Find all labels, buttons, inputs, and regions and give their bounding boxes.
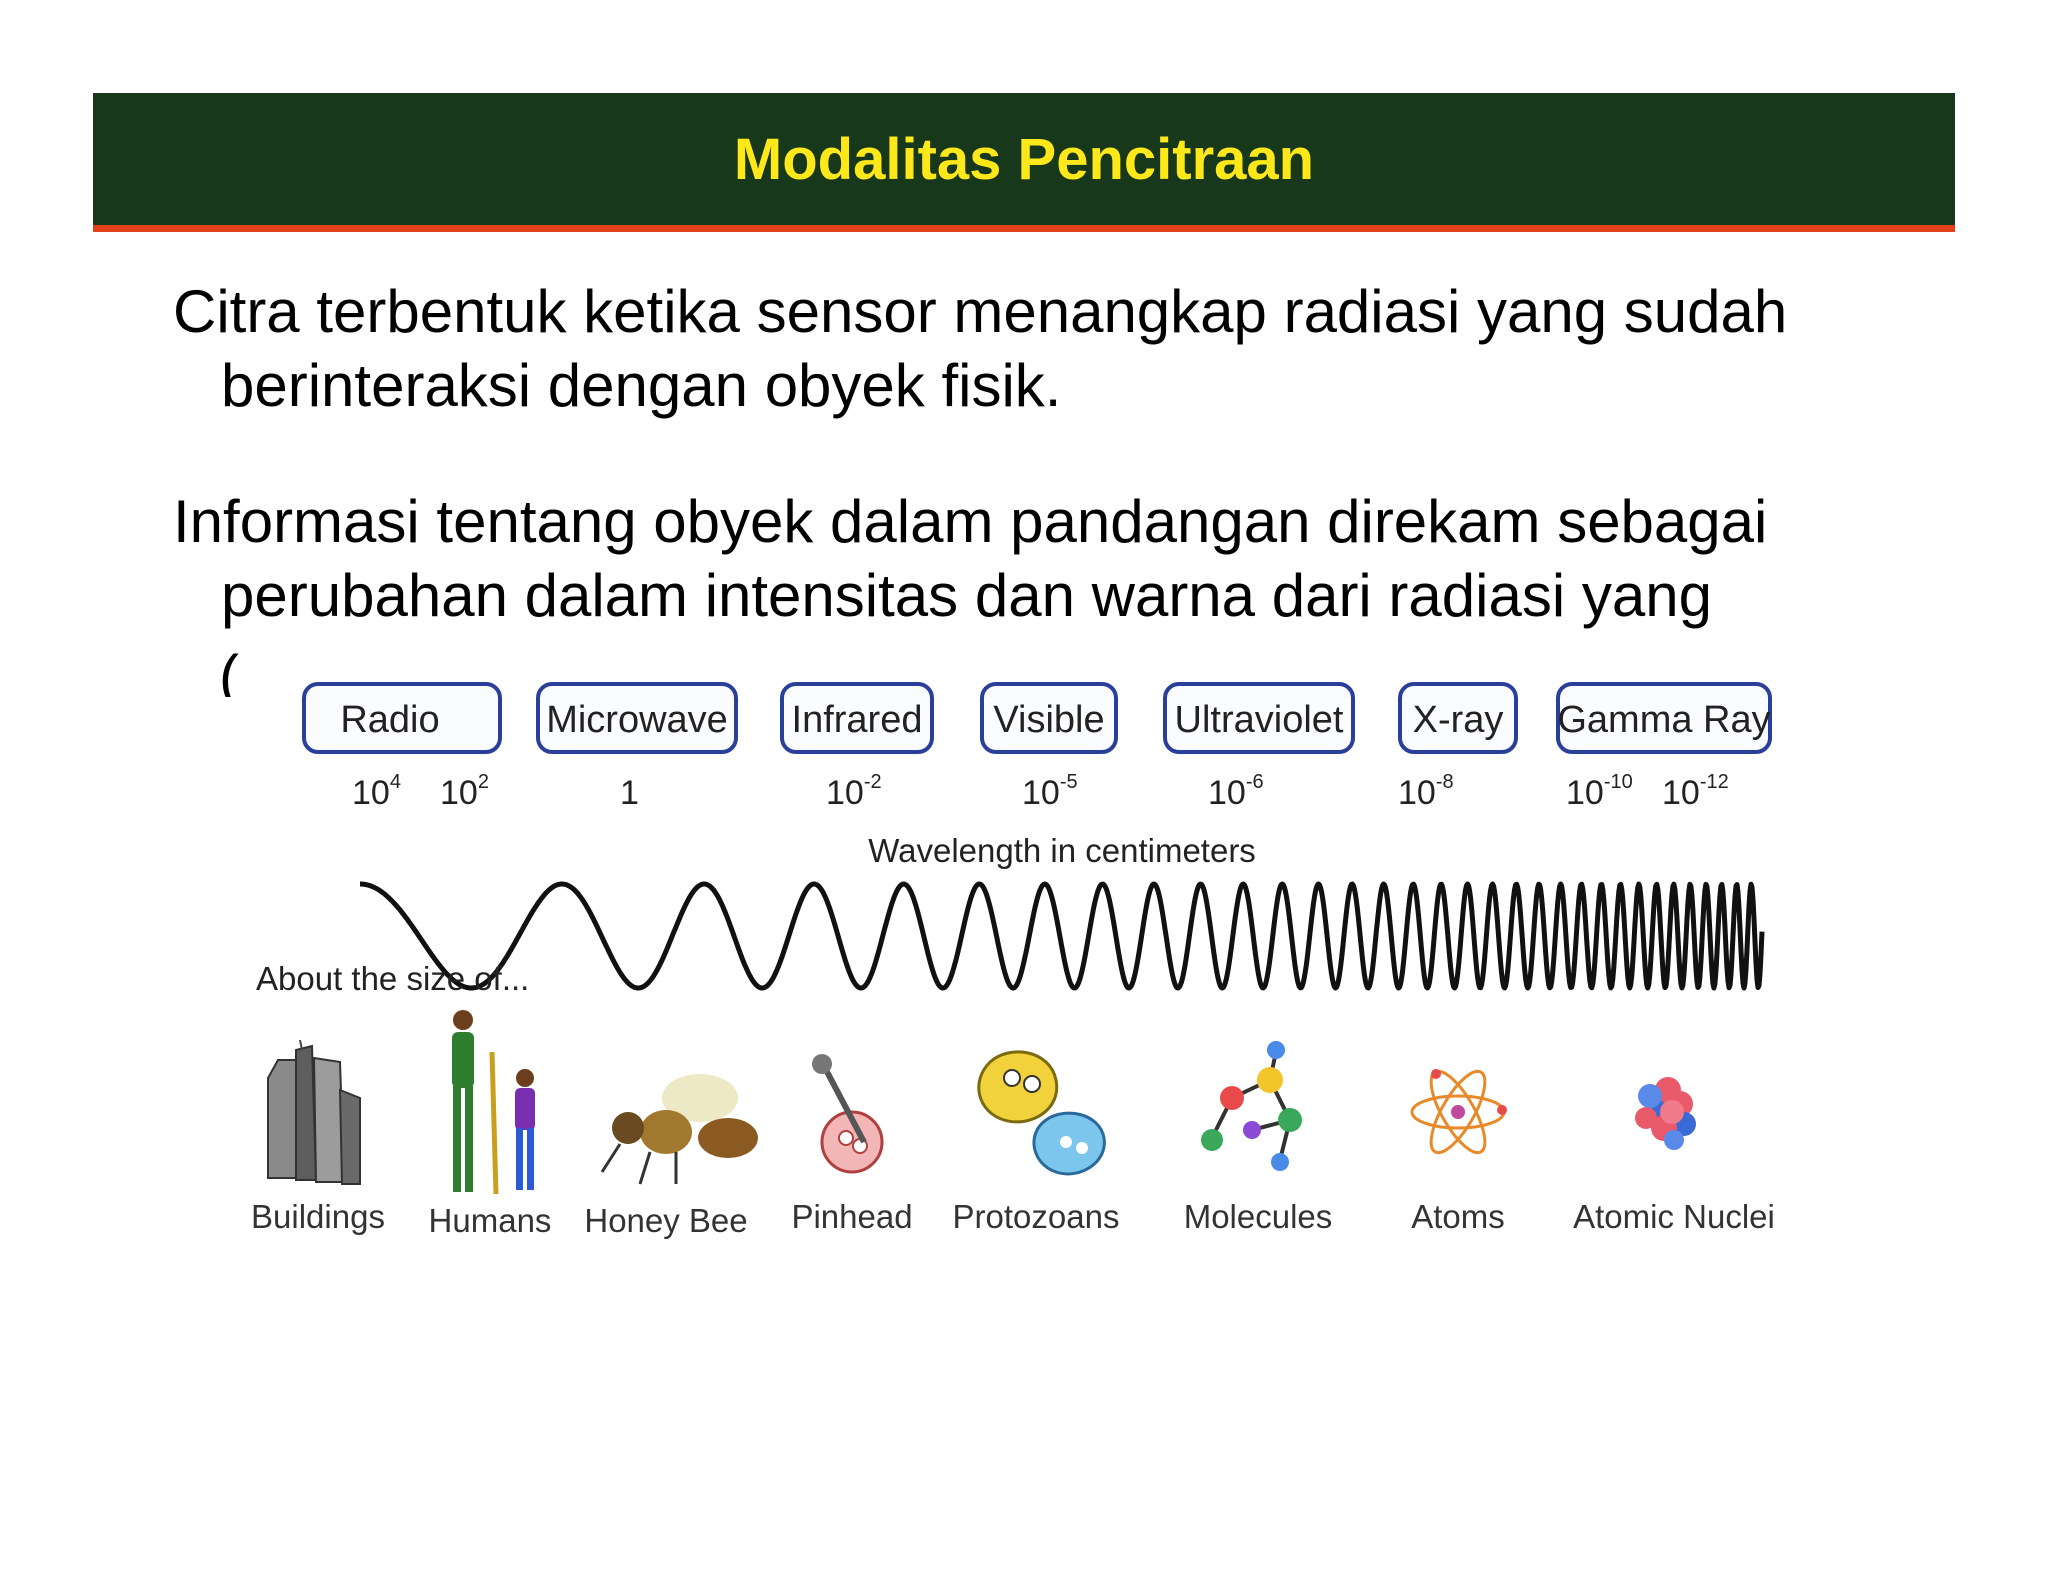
band-label-radio: Radio bbox=[340, 699, 439, 741]
tick-label: 10-2 bbox=[826, 771, 882, 812]
honey-bee-icon bbox=[600, 1074, 758, 1185]
paragraph-1-line-2: berinteraksi dengan obyek fisik. bbox=[221, 352, 1062, 419]
atoms-icon bbox=[1410, 1069, 1507, 1155]
slide-title: Modalitas Pencitraan bbox=[733, 126, 1315, 192]
tick-label: 10-10 bbox=[1566, 771, 1633, 812]
paragraph-2: Informasi tentang obyek dalam pandangan … bbox=[173, 485, 1873, 633]
band-label-gamma-ray: Gamma Ray bbox=[1557, 699, 1770, 741]
tick-label: 10-6 bbox=[1208, 771, 1264, 812]
band-ultraviolet: Ultraviolet bbox=[1163, 682, 1355, 754]
band-label-x-ray: X-ray bbox=[1413, 699, 1504, 741]
band-boxes: Radio Microwave Infrared Visible Ultravi… bbox=[302, 682, 1772, 754]
paragraph-2-line-1: Informasi tentang obyek dalam pandangan … bbox=[173, 488, 1768, 555]
paragraph-2-line-2: perubahan dalam intensitas dan warna dar… bbox=[221, 562, 1712, 629]
band-label-visible: Visible bbox=[993, 699, 1104, 741]
humans-icon bbox=[452, 1010, 535, 1195]
band-x-ray: X-ray bbox=[1398, 682, 1518, 754]
wavelength-wave bbox=[358, 881, 1765, 991]
object-label-buildings: Buildings bbox=[251, 1198, 385, 1235]
object-label-molecules: Molecules bbox=[1184, 1198, 1333, 1235]
buildings-icon bbox=[267, 1039, 361, 1185]
tick-label: 10-12 bbox=[1662, 771, 1729, 812]
object-label-pinhead: Pinhead bbox=[791, 1198, 912, 1235]
tick-label: 10-5 bbox=[1022, 771, 1078, 812]
tick-label: 1 bbox=[620, 774, 639, 812]
object-label-protozoans: Protozoans bbox=[953, 1198, 1120, 1235]
protozoans-icon bbox=[977, 1050, 1106, 1176]
wavelength-ticks: 104 102 1 10-2 10-5 10-6 10-8 10-10 10-1… bbox=[352, 771, 1729, 812]
object-label-atoms: Atoms bbox=[1411, 1198, 1505, 1235]
band-label-microwave: Microwave bbox=[546, 699, 728, 741]
band-label-infrared: Infrared bbox=[792, 699, 923, 741]
atomic-nuclei-icon bbox=[1635, 1077, 1696, 1150]
clipped-text-glyph: ( bbox=[219, 647, 239, 697]
tick-label: 104 bbox=[352, 771, 401, 812]
molecules-icon bbox=[1201, 1041, 1302, 1171]
band-infrared: Infrared bbox=[780, 682, 934, 754]
paragraph-1: Citra terbentuk ketika sensor menangkap … bbox=[173, 275, 1873, 423]
wavelength-caption: Wavelength in centimeters bbox=[868, 832, 1256, 869]
title-bar: Modalitas Pencitraan bbox=[93, 93, 1955, 232]
band-label-ultraviolet: Ultraviolet bbox=[1175, 699, 1344, 741]
object-label-humans: Humans bbox=[429, 1202, 552, 1239]
object-label-honey-bee: Honey Bee bbox=[584, 1202, 747, 1239]
band-gamma-ray: Gamma Ray bbox=[1556, 682, 1772, 754]
band-radio: Radio bbox=[302, 682, 502, 754]
object-label-atomic-nuclei: Atomic Nuclei bbox=[1573, 1198, 1775, 1235]
band-visible: Visible bbox=[980, 682, 1118, 754]
tick-label: 10-8 bbox=[1398, 771, 1454, 812]
band-microwave: Microwave bbox=[536, 682, 738, 754]
tick-label: 102 bbox=[440, 771, 489, 812]
paragraph-1-line-1: Citra terbentuk ketika sensor menangkap … bbox=[173, 278, 1788, 345]
pinhead-icon bbox=[812, 1054, 884, 1174]
size-caption: About the size of... bbox=[256, 960, 529, 997]
